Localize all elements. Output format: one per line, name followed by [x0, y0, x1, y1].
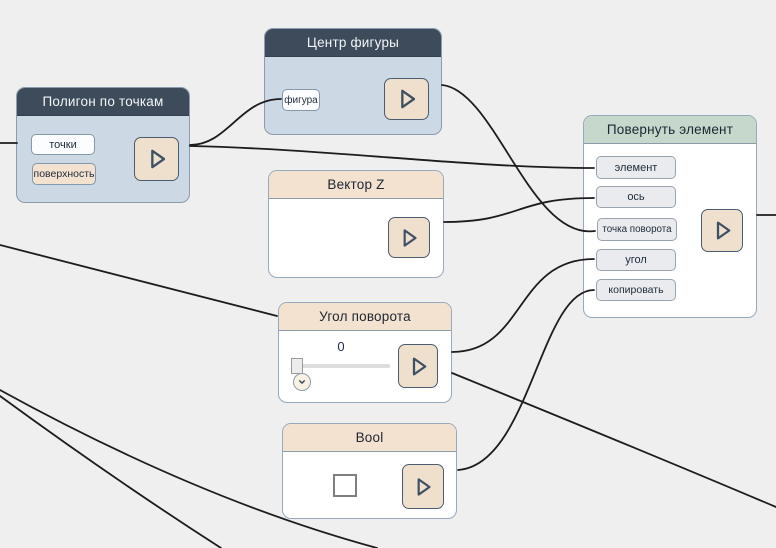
wire-figure-center-output--rotate-pivot-input[interactable]: [441, 84, 596, 232]
port-label: угол: [625, 254, 647, 266]
wire-bool-output--rotate-copy-input[interactable]: [457, 289, 595, 471]
node-title: Центр фигуры: [306, 35, 400, 50]
play-icon: [716, 221, 730, 240]
node-header[interactable]: Повернуть элемент: [584, 116, 756, 144]
slider-value: 0: [337, 339, 345, 354]
node-rotation-angle[interactable]: Угол поворота 0: [278, 302, 452, 403]
run-button[interactable]: [701, 209, 743, 252]
input-port-angle[interactable]: угол: [596, 249, 676, 271]
port-label: элемент: [614, 161, 658, 174]
node-title: Вектор Z: [327, 177, 385, 192]
input-port-axis[interactable]: ось: [596, 186, 676, 208]
run-button[interactable]: [134, 137, 179, 181]
wire-angle-output--canvas-right-edge[interactable]: [451, 372, 776, 508]
node-title: Полигон по точкам: [42, 94, 164, 109]
node-figure-center[interactable]: Центр фигуры фигура: [264, 28, 442, 135]
node-vector-z[interactable]: Вектор Z: [268, 170, 444, 278]
input-port-surface[interactable]: поверхность: [32, 163, 96, 185]
port-label: точки: [49, 138, 77, 151]
node-header[interactable]: Центр фигуры: [265, 29, 441, 57]
node-polygon-by-points[interactable]: Полигон по точкам точки поверхность: [16, 87, 190, 203]
node-title: Bool: [355, 430, 384, 445]
play-icon: [417, 477, 431, 496]
node-bool[interactable]: Bool: [282, 423, 457, 519]
node-header[interactable]: Угол поворота: [279, 303, 451, 331]
slider-track[interactable]: [292, 364, 390, 368]
wire-angle-output--rotate-angle-input[interactable]: [451, 258, 595, 353]
run-button[interactable]: [402, 464, 444, 509]
run-button[interactable]: [384, 78, 429, 120]
input-port-figure[interactable]: фигура: [282, 89, 320, 111]
expand-button[interactable]: [293, 373, 311, 391]
port-label: фигура: [284, 94, 318, 106]
play-icon: [412, 357, 426, 375]
port-label: точка поворота: [602, 224, 672, 235]
node-header[interactable]: Bool: [283, 424, 456, 452]
node-title: Угол поворота: [319, 309, 411, 324]
play-icon: [150, 149, 165, 169]
input-port-element[interactable]: элемент: [596, 156, 676, 179]
wire-canvas-left-edge--rotation-angle-node[interactable]: [0, 244, 278, 317]
wire-vector-z-output--rotate-axis-input[interactable]: [443, 197, 595, 223]
play-icon: [403, 228, 417, 247]
run-button[interactable]: [398, 344, 438, 388]
run-button[interactable]: [388, 217, 430, 258]
bool-checkbox[interactable]: [333, 474, 357, 497]
play-icon: [400, 89, 415, 109]
port-label: копировать: [608, 284, 664, 296]
input-port-points[interactable]: точки: [31, 134, 95, 155]
node-title: Повернуть элемент: [606, 122, 734, 137]
input-port-pivot[interactable]: точка поворота: [597, 218, 677, 241]
node-rotate-element[interactable]: Повернуть элемент элемент ось точка пово…: [583, 115, 757, 318]
slider-handle[interactable]: [291, 358, 303, 374]
wire-polygon-output--rotate-element-input[interactable]: [189, 145, 595, 169]
chevron-down-icon: [299, 380, 305, 384]
node-header[interactable]: Полигон по точкам: [17, 88, 189, 116]
input-port-copy[interactable]: копировать: [596, 279, 676, 301]
port-label: ось: [627, 191, 645, 203]
port-label: поверхность: [33, 168, 95, 180]
wire-canvas-left-edge--canvas-bottom-edge[interactable]: [0, 395, 222, 548]
node-header[interactable]: Вектор Z: [269, 171, 443, 199]
